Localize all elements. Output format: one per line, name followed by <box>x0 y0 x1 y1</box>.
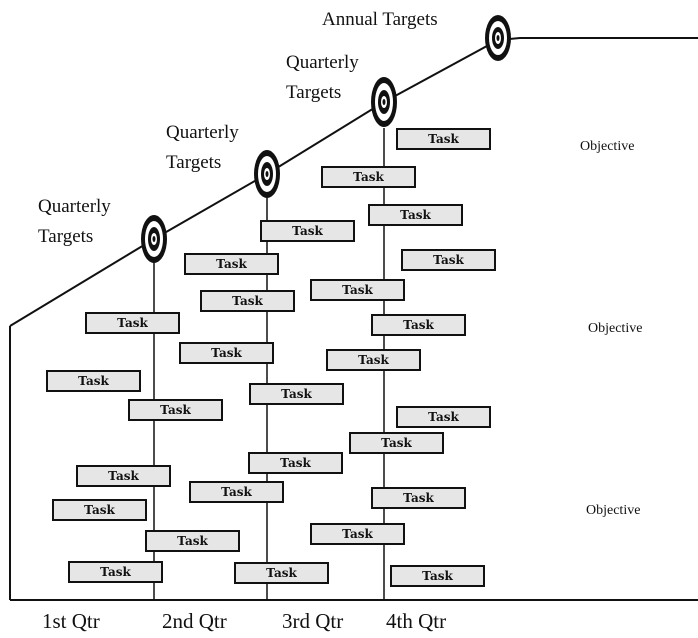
svg-text:Task: Task <box>281 387 312 401</box>
quarter-label-2: 2nd Qtr <box>162 609 227 633</box>
objective-label-3: Objective <box>586 503 640 518</box>
task-box: Task <box>390 565 485 587</box>
svg-text:Task: Task <box>100 565 131 579</box>
svg-text:Task: Task <box>403 491 434 505</box>
svg-text:Task: Task <box>358 353 389 367</box>
svg-text:Task: Task <box>221 485 252 499</box>
svg-text:Task: Task <box>428 132 459 146</box>
svg-text:Task: Task <box>428 410 459 424</box>
svg-text:Task: Task <box>211 346 242 360</box>
task-box: Task <box>371 314 466 336</box>
svg-text:Task: Task <box>381 436 412 450</box>
quarter-label-4: 4th Qtr <box>386 609 446 633</box>
svg-text:Task: Task <box>433 253 464 267</box>
task-box: Task <box>68 561 163 583</box>
svg-text:Task: Task <box>108 469 139 483</box>
svg-text:Task: Task <box>422 569 453 583</box>
task-box: Task <box>349 432 444 454</box>
task-box: Task <box>184 253 279 275</box>
svg-text:Task: Task <box>160 403 191 417</box>
task-box: Task <box>128 399 223 421</box>
bullseye-icon-annual <box>485 15 511 61</box>
bullseye-icon-q2 <box>254 150 280 198</box>
q2-targets-label-line2: Targets <box>166 152 221 173</box>
svg-text:Task: Task <box>342 283 373 297</box>
task-box: Task <box>321 166 416 188</box>
q2-targets-label-line1: Quarterly <box>166 122 239 143</box>
svg-text:Task: Task <box>403 318 434 332</box>
svg-text:Task: Task <box>78 374 109 388</box>
task-box: Task <box>371 487 466 509</box>
task-box: Task <box>179 342 274 364</box>
svg-text:Task: Task <box>232 294 263 308</box>
task-box: Task <box>326 349 421 371</box>
svg-text:Task: Task <box>216 257 247 271</box>
task-box: Task <box>310 279 405 301</box>
q1-targets-label-line2: Targets <box>38 226 93 247</box>
svg-text:Task: Task <box>117 316 148 330</box>
task-box: Task <box>46 370 141 392</box>
annual-targets-label: Annual Targets <box>322 9 438 30</box>
svg-text:Task: Task <box>400 208 431 222</box>
svg-text:Task: Task <box>353 170 384 184</box>
svg-text:Task: Task <box>280 456 311 470</box>
q1-targets-label-line1: Quarterly <box>38 196 111 217</box>
bullseye-icon-q3 <box>371 77 397 127</box>
task-box: Task <box>189 481 284 503</box>
svg-text:Task: Task <box>84 503 115 517</box>
svg-text:Task: Task <box>342 527 373 541</box>
objective-label-2: Objective <box>588 321 642 336</box>
task-box: Task <box>200 290 295 312</box>
svg-text:Task: Task <box>266 566 297 580</box>
task-box: Task <box>401 249 496 271</box>
svg-text:Task: Task <box>292 224 323 238</box>
task-box: Task <box>234 562 329 584</box>
q3-targets-label-line1: Quarterly <box>286 52 359 73</box>
task-box: Task <box>368 204 463 226</box>
task-box: Task <box>260 220 355 242</box>
task-box: Task <box>310 523 405 545</box>
task-box: Task <box>249 383 344 405</box>
q3-targets-label-line2: Targets <box>286 82 341 103</box>
task-box: Task <box>52 499 147 521</box>
quarter-label-3: 3rd Qtr <box>282 609 343 633</box>
task-box: Task <box>396 406 491 428</box>
objective-label-1: Objective <box>580 139 634 154</box>
task-box: Task <box>396 128 491 150</box>
task-box: Task <box>145 530 240 552</box>
task-box: Task <box>76 465 171 487</box>
bullseye-icon-q1 <box>141 215 167 263</box>
task-box: Task <box>85 312 180 334</box>
svg-text:Task: Task <box>177 534 208 548</box>
task-box: Task <box>248 452 343 474</box>
quarter-label-1: 1st Qtr <box>42 609 100 633</box>
